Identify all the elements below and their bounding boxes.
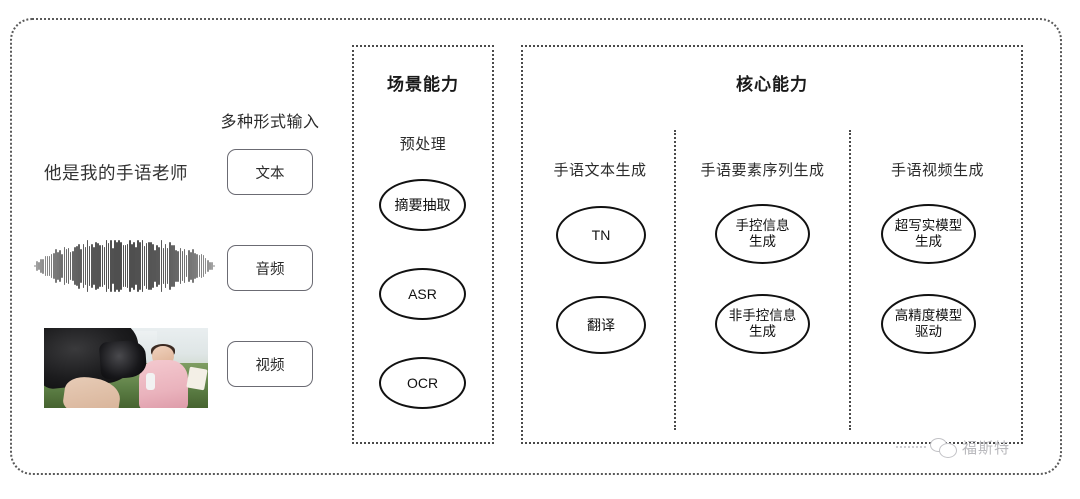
core-column-1-heading: 手语文本生成: [553, 162, 647, 179]
core-node-manual-info-line1: 手控信息: [735, 218, 790, 234]
watermark: 福斯特: [896, 437, 1011, 458]
core-node-highprecision-model[interactable]: 高精度模型 驱动: [881, 294, 976, 354]
scene-node-ocr[interactable]: OCR: [379, 357, 466, 409]
core-node-manual-info-line2: 生成: [749, 234, 776, 249]
core-node-photoreal-model-line2: 生成: [915, 234, 942, 249]
core-node-highprecision-model-line2: 驱动: [915, 324, 942, 339]
waveform-icon: [34, 240, 216, 292]
outer-frame: [10, 18, 1062, 475]
scene-node-asr[interactable]: ASR: [379, 268, 466, 320]
watermark-dots: [896, 446, 926, 448]
core-column-divider-2: [849, 130, 851, 430]
core-node-translate[interactable]: 翻译: [556, 296, 646, 354]
core-node-nonmanual-info-line2: 生成: [749, 324, 776, 339]
core-node-tn-line1: TN: [591, 226, 611, 243]
input-modality-text[interactable]: 文本: [227, 149, 313, 195]
core-column-divider-1: [674, 130, 676, 430]
core-node-translate-line1: 翻译: [587, 316, 615, 333]
core-node-nonmanual-info-line1: 非手控信息: [728, 308, 797, 324]
core-panel-title: 核心能力: [736, 75, 808, 94]
core-node-highprecision-model-line1: 高精度模型: [894, 308, 963, 324]
input-section-heading: 多种形式输入: [220, 114, 320, 131]
sample-text: 他是我的手语老师: [44, 163, 188, 183]
core-node-photoreal-model[interactable]: 超写实模型 生成: [881, 204, 976, 264]
watermark-label: 福斯特: [962, 440, 1011, 457]
input-modality-video[interactable]: 视频: [227, 341, 313, 387]
scene-panel-title: 场景能力: [387, 75, 459, 94]
core-node-photoreal-model-line1: 超写实模型: [894, 218, 963, 234]
input-modality-audio[interactable]: 音频: [227, 245, 313, 291]
video-thumbnail-icon: [44, 328, 208, 408]
core-node-tn[interactable]: TN: [556, 206, 646, 264]
wechat-bubbles-icon: [930, 437, 957, 458]
core-column-3-heading: 手语视频生成: [890, 162, 984, 179]
core-node-nonmanual-info[interactable]: 非手控信息 生成: [715, 294, 810, 354]
core-column-2-heading: 手语要素序列生成: [700, 162, 825, 179]
scene-panel-subtitle: 预处理: [399, 136, 447, 153]
core-capability-panel: [521, 45, 1023, 444]
scene-capability-panel: [352, 45, 494, 444]
scene-node-summary[interactable]: 摘要抽取: [379, 179, 466, 231]
core-node-manual-info[interactable]: 手控信息 生成: [715, 204, 810, 264]
